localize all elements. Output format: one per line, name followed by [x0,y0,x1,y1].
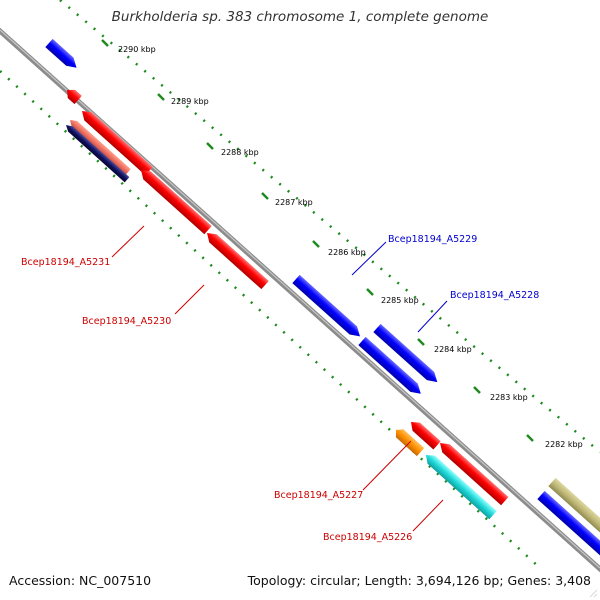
gene-bcep18194-a5230[interactable] [203,229,269,290]
gene-red-right[interactable] [436,439,509,506]
tick-2286: 2286 kbp [312,240,366,257]
tick-label-2282: 2282 kbp [545,440,583,449]
gene-bottom-right-blue[interactable] [537,490,600,565]
genes-track [45,38,600,565]
tick-marks: 2290 kbp 2289 kbp 2288 kbp 2287 kbp 2286… [101,39,583,449]
tick-2282: 2282 kbp [526,434,583,449]
gene-bcep18194-a5229[interactable] [292,274,363,341]
leader-a5228 [417,300,448,333]
gene-bcep18194-a5227[interactable] [392,426,425,457]
tick-label-2288: 2288 kbp [221,148,259,157]
gene-bcep18194-a5228-lower[interactable] [358,336,424,398]
gene-label-a5231[interactable]: Bcep18194_A5231 [21,257,110,268]
outer-guide-line [59,0,600,453]
gene-label-a5227[interactable]: Bcep18194_A5227 [274,490,363,501]
tick-label-2290: 2290 kbp [118,45,156,54]
gene-red-upper-left[interactable] [78,107,153,176]
tick-label-2287: 2287 kbp [275,198,313,207]
gene-small-red-right[interactable] [407,418,441,450]
tick-2287: 2287 kbp [261,192,313,207]
page-title: Burkholderia sp. 383 chromosome 1, compl… [111,9,489,25]
tick-label-2284: 2284 kbp [434,345,472,354]
tick-label-2283: 2283 kbp [490,393,528,402]
tick-2289: 2289 kbp [157,93,209,106]
inner-guide-line [0,70,541,569]
tick-2285: 2285 kbp [366,288,419,305]
leader-a5227 [362,440,412,491]
leader-lines [111,225,448,532]
tick-2284: 2284 kbp [417,338,472,354]
gene-label-a5226[interactable]: Bcep18194_A5226 [323,532,412,543]
gene-bcep18194-a5226[interactable] [422,451,497,520]
gene-label-a5230[interactable]: Bcep18194_A5230 [82,316,171,327]
genome-summary-text: Topology: circular; Length: 3,694,126 bp… [247,573,591,588]
gene-labels: Bcep18194_A5231 Bcep18194_A5230 Bcep1819… [21,234,539,543]
gene-bottom-right-olive[interactable] [548,477,600,552]
accession-text: Accession: NC_007510 [9,573,152,588]
gene-small-red-top[interactable] [63,86,82,105]
genome-backbone-highlight [0,29,600,569]
tick-2290: 2290 kbp [101,39,156,54]
tick-label-2286: 2286 kbp [328,248,366,257]
gene-salmon[interactable] [67,117,131,176]
tick-label-2289: 2289 kbp [171,97,209,106]
gene-label-a5229[interactable]: Bcep18194_A5229 [388,234,477,245]
tick-label-2285: 2285 kbp [381,296,419,305]
tick-2283: 2283 kbp [473,386,528,402]
gene-label-a5228[interactable]: Bcep18194_A5228 [450,290,539,301]
gene-bcep18194-a5228-upper[interactable] [373,323,441,386]
gene-bcep18194-a5231[interactable] [137,166,212,235]
tick-2288: 2288 kbp [206,142,259,157]
leader-a5229 [351,241,387,276]
leader-a5226 [412,499,444,532]
gene-top-left-blue[interactable] [45,38,80,72]
gene-navy[interactable] [64,122,130,183]
resize-grip-icon[interactable] [589,589,598,598]
leader-a5231 [111,225,145,258]
leader-a5230 [174,284,205,315]
